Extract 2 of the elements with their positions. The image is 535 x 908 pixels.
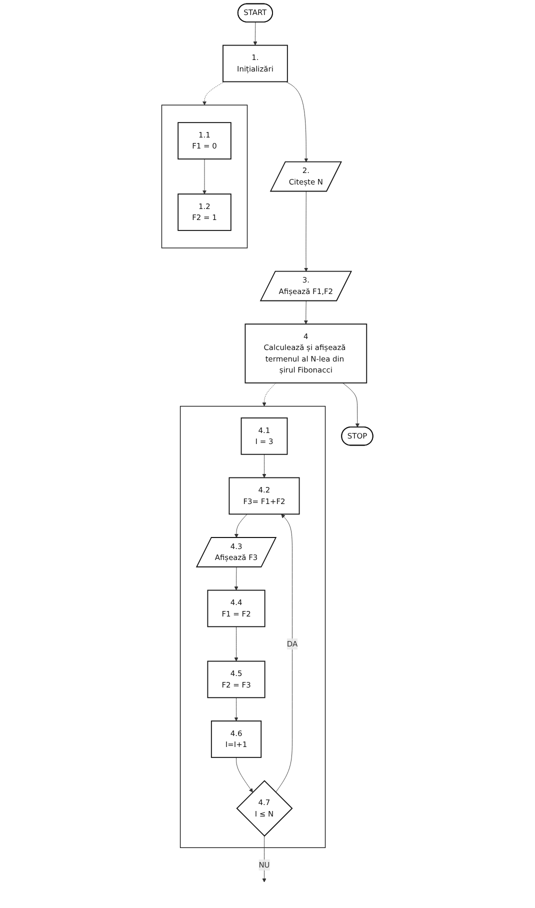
cluster (162, 104, 248, 248)
cluster (180, 406, 326, 848)
